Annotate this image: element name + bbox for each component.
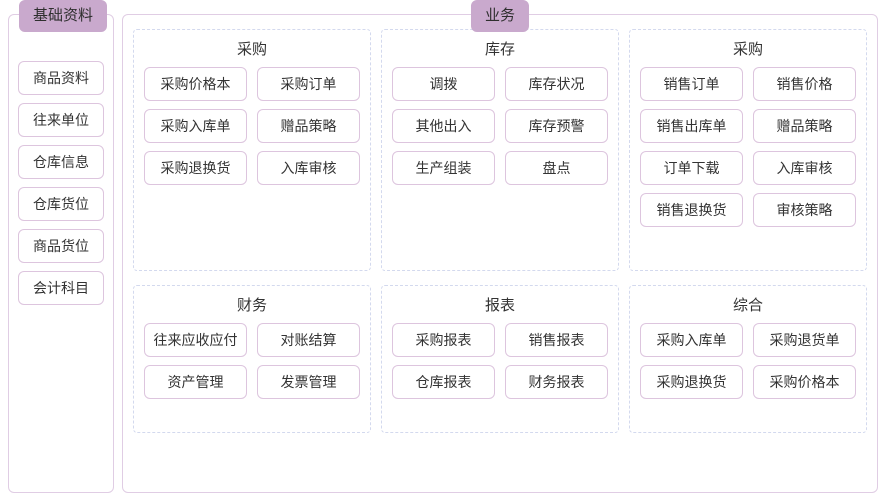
business-item[interactable]: 订单下载 bbox=[640, 151, 743, 185]
business-item[interactable]: 采购价格本 bbox=[753, 365, 856, 399]
basic-data-panel-title: 基础资料 bbox=[19, 0, 108, 32]
basic-data-item[interactable]: 商品货位 bbox=[18, 229, 104, 263]
basic-data-item[interactable]: 往来单位 bbox=[18, 103, 104, 137]
business-item[interactable]: 采购入库单 bbox=[144, 109, 247, 143]
business-group-items: 采购价格本采购订单采购入库单赠品策略采购退换货入库审核 bbox=[144, 67, 360, 185]
business-group-title: 库存 bbox=[484, 41, 515, 58]
business-item[interactable]: 入库审核 bbox=[753, 151, 856, 185]
business-item[interactable]: 生产组装 bbox=[392, 151, 495, 185]
business-item[interactable]: 采购入库单 bbox=[640, 323, 743, 357]
business-item[interactable]: 发票管理 bbox=[257, 365, 360, 399]
business-group: 财务往来应收应付对账结算资产管理发票管理 bbox=[133, 285, 371, 433]
business-group-items: 往来应收应付对账结算资产管理发票管理 bbox=[144, 323, 360, 399]
business-group-title: 报表 bbox=[484, 297, 515, 314]
basic-data-item[interactable]: 会计科目 bbox=[18, 271, 104, 305]
business-group-title: 综合 bbox=[732, 297, 763, 314]
basic-data-item-list: 商品资料往来单位仓库信息仓库货位商品货位会计科目 bbox=[18, 61, 104, 305]
business-group-title: 采购 bbox=[732, 41, 763, 58]
business-item[interactable]: 赠品策略 bbox=[753, 109, 856, 143]
business-group-grid: 采购采购价格本采购订单采购入库单赠品策略采购退换货入库审核库存调拨库存状况其他出… bbox=[133, 29, 867, 482]
business-item[interactable]: 采购退换货 bbox=[144, 151, 247, 185]
business-item[interactable]: 赠品策略 bbox=[257, 109, 360, 143]
business-item[interactable]: 采购价格本 bbox=[144, 67, 247, 101]
business-group-items: 销售订单销售价格销售出库单赠品策略订单下载入库审核销售退换货审核策略 bbox=[640, 67, 856, 227]
business-item[interactable]: 销售订单 bbox=[640, 67, 743, 101]
business-item[interactable]: 采购订单 bbox=[257, 67, 360, 101]
business-item[interactable]: 库存预警 bbox=[505, 109, 608, 143]
business-group-title: 财务 bbox=[236, 297, 267, 314]
business-item[interactable]: 销售价格 bbox=[753, 67, 856, 101]
business-group-items: 采购报表销售报表仓库报表财务报表 bbox=[392, 323, 608, 399]
business-item[interactable]: 销售出库单 bbox=[640, 109, 743, 143]
business-item[interactable]: 对账结算 bbox=[257, 323, 360, 357]
business-panel-title: 业务 bbox=[470, 0, 530, 32]
basic-data-item[interactable]: 仓库货位 bbox=[18, 187, 104, 221]
business-item[interactable]: 采购退货单 bbox=[753, 323, 856, 357]
business-item[interactable]: 销售报表 bbox=[505, 323, 608, 357]
business-item[interactable]: 入库审核 bbox=[257, 151, 360, 185]
basic-data-item[interactable]: 仓库信息 bbox=[18, 145, 104, 179]
basic-data-panel: 基础资料 商品资料往来单位仓库信息仓库货位商品货位会计科目 bbox=[8, 0, 114, 493]
business-item[interactable]: 采购报表 bbox=[392, 323, 495, 357]
business-group-items: 采购入库单采购退货单采购退换货采购价格本 bbox=[640, 323, 856, 399]
business-item[interactable]: 采购退换货 bbox=[640, 365, 743, 399]
business-item[interactable]: 仓库报表 bbox=[392, 365, 495, 399]
business-item[interactable]: 审核策略 bbox=[753, 193, 856, 227]
business-item[interactable]: 资产管理 bbox=[144, 365, 247, 399]
business-group-title: 采购 bbox=[236, 41, 267, 58]
business-item[interactable]: 盘点 bbox=[505, 151, 608, 185]
business-group: 采购销售订单销售价格销售出库单赠品策略订单下载入库审核销售退换货审核策略 bbox=[629, 29, 867, 271]
business-item[interactable]: 调拨 bbox=[392, 67, 495, 101]
business-group: 报表采购报表销售报表仓库报表财务报表 bbox=[381, 285, 619, 433]
business-panel: 业务 采购采购价格本采购订单采购入库单赠品策略采购退换货入库审核库存调拨库存状况… bbox=[122, 0, 878, 493]
business-item[interactable]: 财务报表 bbox=[505, 365, 608, 399]
business-group-items: 调拨库存状况其他出入库存预警生产组装盘点 bbox=[392, 67, 608, 185]
basic-data-item[interactable]: 商品资料 bbox=[18, 61, 104, 95]
business-item[interactable]: 其他出入 bbox=[392, 109, 495, 143]
business-item[interactable]: 往来应收应付 bbox=[144, 323, 247, 357]
business-group: 综合采购入库单采购退货单采购退换货采购价格本 bbox=[629, 285, 867, 433]
business-group: 采购采购价格本采购订单采购入库单赠品策略采购退换货入库审核 bbox=[133, 29, 371, 271]
business-group: 库存调拨库存状况其他出入库存预警生产组装盘点 bbox=[381, 29, 619, 271]
business-item[interactable]: 库存状况 bbox=[505, 67, 608, 101]
business-item[interactable]: 销售退换货 bbox=[640, 193, 743, 227]
